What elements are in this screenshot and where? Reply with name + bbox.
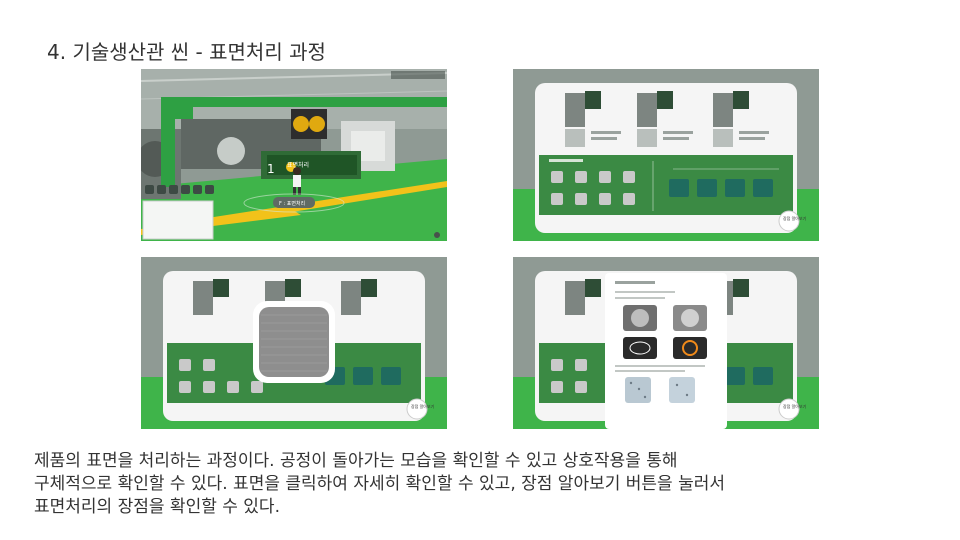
screenshot-surface-zoom: 장점 알아보기: [141, 257, 447, 429]
svg-text:장점 알아보기: 장점 알아보기: [783, 215, 807, 221]
caption-line: 표면처리의 장점을 확인할 수 있다.: [34, 497, 280, 517]
process-label: 표면처리: [287, 161, 309, 169]
minimap-panel: [142, 200, 214, 240]
advantages-button[interactable]: [778, 398, 800, 420]
toolbar-icons[interactable]: [145, 185, 214, 194]
worker-character: [293, 167, 301, 195]
caption-line: 제품의 표면을 처리하는 과정이다. 공정이 돌아가는 모습을 확인할 수 있고…: [34, 451, 678, 471]
svg-text:장점 알아보기: 장점 알아보기: [783, 403, 807, 409]
slide-caption: 제품의 표면을 처리하는 과정이다. 공정이 돌아가는 모습을 확인할 수 있고…: [34, 450, 934, 519]
slide-title: 4. 기술생산관 씬 - 표면처리 과정: [47, 40, 326, 64]
interact-prompt-button[interactable]: [273, 197, 315, 208]
svg-text:F : 표면처리: F : 표면처리: [279, 200, 305, 207]
screenshot-factory-scene: 1 표면처리 F : 표면처리: [141, 69, 447, 241]
svg-text:장점 알아보기: 장점 알아보기: [411, 403, 435, 409]
advantages-button[interactable]: [406, 398, 428, 420]
screenshot-info-panel: 장점 알아보기: [513, 69, 819, 241]
process-number: 1: [267, 162, 275, 176]
advantages-button[interactable]: [778, 210, 800, 232]
screenshot-advantages-doc: 장점 알아보기: [513, 257, 819, 429]
caption-line: 구체적으로 확인할 수 있다. 표면을 클릭하여 자세히 확인할 수 있고, 장…: [34, 474, 726, 494]
